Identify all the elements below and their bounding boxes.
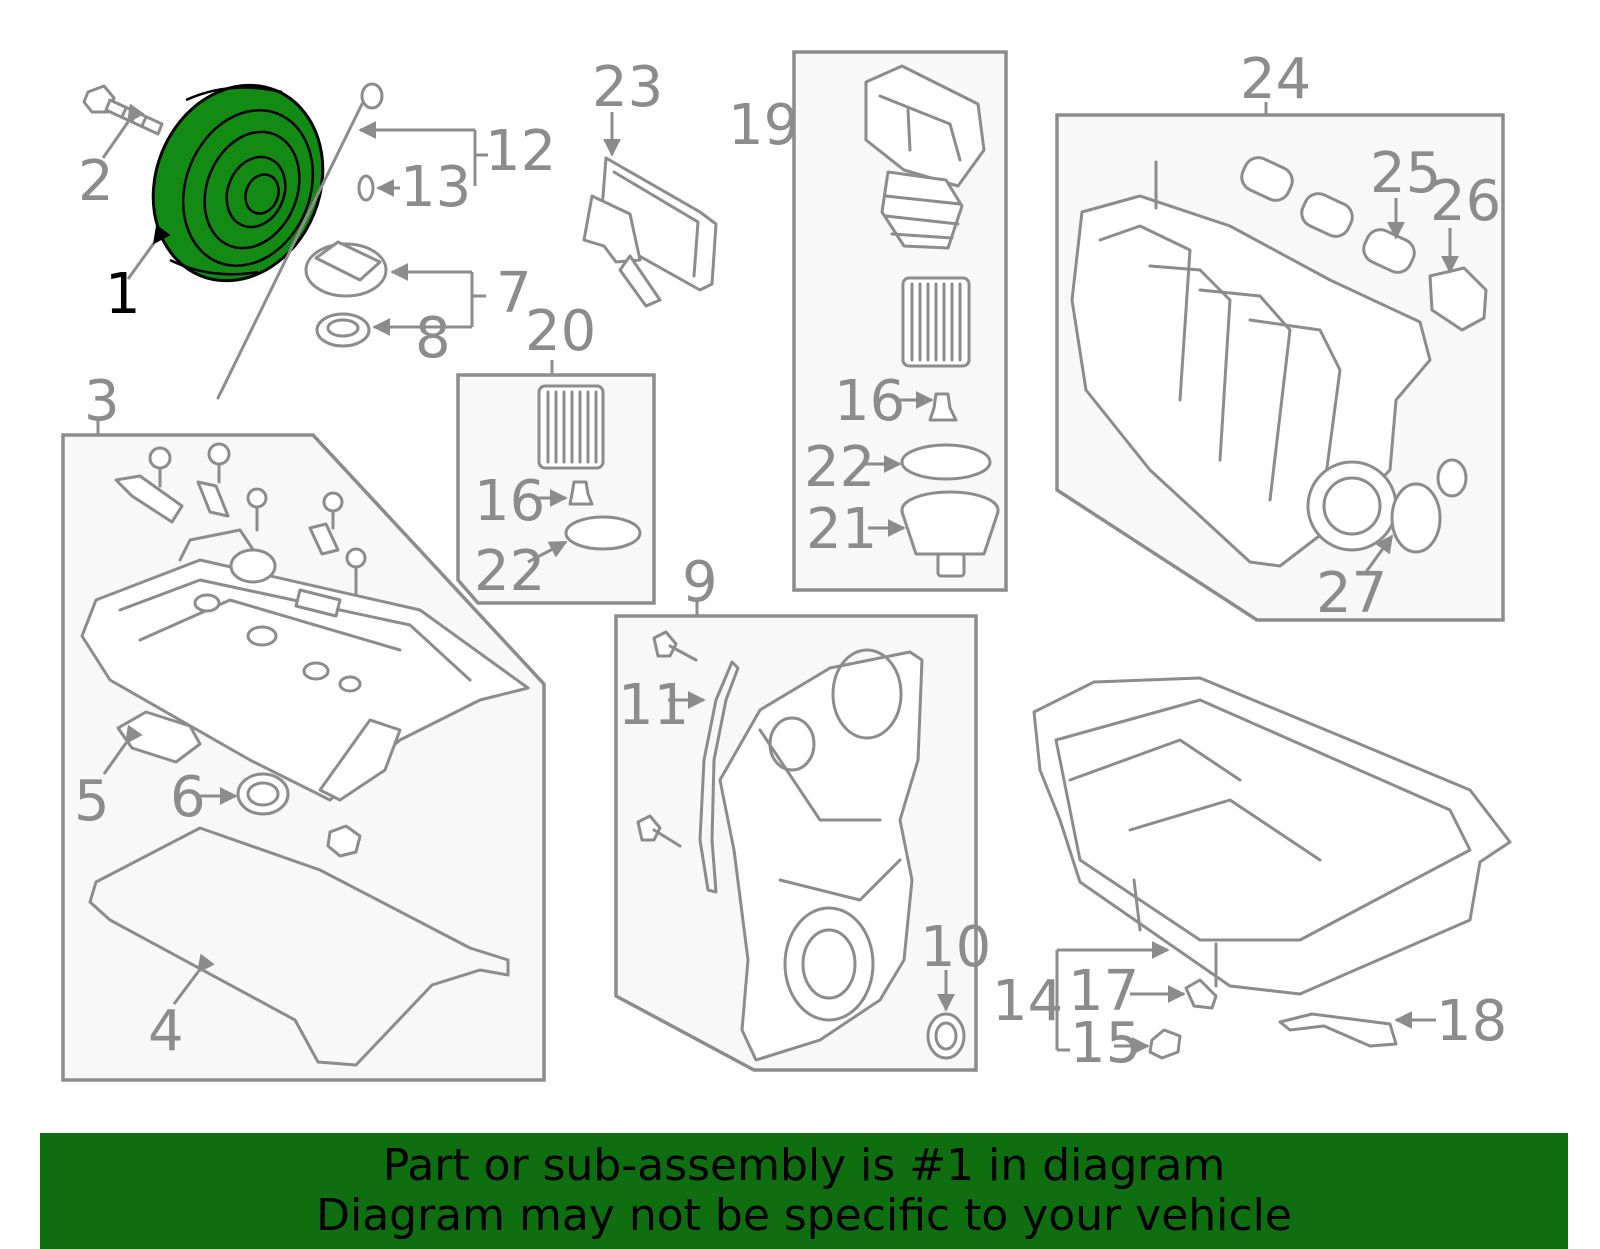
callout-27: 27 bbox=[1316, 561, 1387, 626]
dipstick-part-12 bbox=[216, 82, 384, 400]
info-banner: Part or sub-assembly is #1 in diagram Di… bbox=[40, 1133, 1568, 1249]
timing-cover-bolts bbox=[636, 630, 698, 848]
seal-ring-part-6 bbox=[236, 772, 290, 816]
callout-16-a: 16 bbox=[474, 469, 545, 534]
callout-12: 12 bbox=[485, 119, 556, 184]
callout-17: 17 bbox=[1068, 959, 1139, 1024]
callout-20: 20 bbox=[525, 299, 596, 364]
seal-part-10 bbox=[926, 1012, 966, 1060]
callout-15: 15 bbox=[1070, 1011, 1141, 1076]
callout-14: 14 bbox=[992, 969, 1063, 1034]
callout-22-b: 22 bbox=[804, 435, 875, 500]
oil-strainer-part-18 bbox=[1278, 1012, 1398, 1048]
callout-6: 6 bbox=[170, 765, 206, 830]
banner-line-1: Part or sub-assembly is #1 in diagram bbox=[382, 1140, 1226, 1191]
oil-filter-element bbox=[537, 384, 605, 470]
intake-manifold bbox=[1070, 160, 1432, 568]
callout-7: 7 bbox=[496, 261, 532, 326]
callout-16-b: 16 bbox=[834, 369, 905, 434]
oil-filter-housing bbox=[864, 64, 986, 250]
timing-gasket-part-11 bbox=[698, 660, 740, 894]
callout-5: 5 bbox=[74, 769, 110, 834]
drain-plug-part-16-a bbox=[568, 480, 594, 506]
valve-cover-fasteners bbox=[114, 442, 367, 858]
callout-24: 24 bbox=[1240, 47, 1311, 112]
o-ring-part-22-a bbox=[564, 515, 642, 551]
drain-plug-part-16-b bbox=[928, 392, 958, 422]
callout-8: 8 bbox=[415, 306, 451, 371]
callout-13: 13 bbox=[400, 155, 471, 220]
oil-cooler-part-23 bbox=[582, 156, 718, 308]
oil-filter-cartridge bbox=[901, 276, 971, 368]
o-ring-part-13 bbox=[357, 174, 375, 202]
callout-21: 21 bbox=[806, 497, 877, 562]
callout-23: 23 bbox=[592, 55, 663, 120]
callout-22-a: 22 bbox=[474, 539, 545, 604]
banner-line-2: Diagram may not be specific to your vehi… bbox=[316, 1190, 1292, 1241]
gasket-part-5 bbox=[116, 710, 202, 764]
timing-cover bbox=[718, 648, 924, 1062]
throttle-gasket-part-27 bbox=[1390, 482, 1442, 554]
seal-part-8 bbox=[315, 312, 371, 348]
callout-25: 25 bbox=[1370, 141, 1441, 206]
cover-gasket-part-4 bbox=[88, 826, 510, 1067]
drain-washer-part-17 bbox=[1184, 978, 1218, 1010]
callout-1: 1 bbox=[105, 262, 141, 327]
callout-19: 19 bbox=[728, 93, 799, 158]
oil-filler-cap-part-7 bbox=[304, 240, 388, 298]
manifold-gaskets bbox=[1240, 156, 1488, 332]
callout-9: 9 bbox=[682, 550, 718, 615]
small-ring bbox=[1436, 458, 1468, 498]
callout-11: 11 bbox=[618, 673, 689, 738]
valve-cover bbox=[80, 528, 530, 802]
callout-3: 3 bbox=[84, 369, 120, 434]
callout-4: 4 bbox=[148, 999, 184, 1064]
drain-plug-part-15 bbox=[1148, 1028, 1182, 1060]
crank-pulley-part-1[interactable] bbox=[125, 60, 352, 307]
callout-18: 18 bbox=[1436, 989, 1507, 1054]
callout-26: 26 bbox=[1430, 169, 1501, 234]
callout-2: 2 bbox=[78, 149, 114, 214]
o-ring-part-22-b bbox=[900, 443, 992, 481]
callout-10: 10 bbox=[920, 915, 991, 980]
filter-cap-part-21 bbox=[900, 490, 1000, 578]
oil-pan-part-14 bbox=[1032, 676, 1512, 996]
